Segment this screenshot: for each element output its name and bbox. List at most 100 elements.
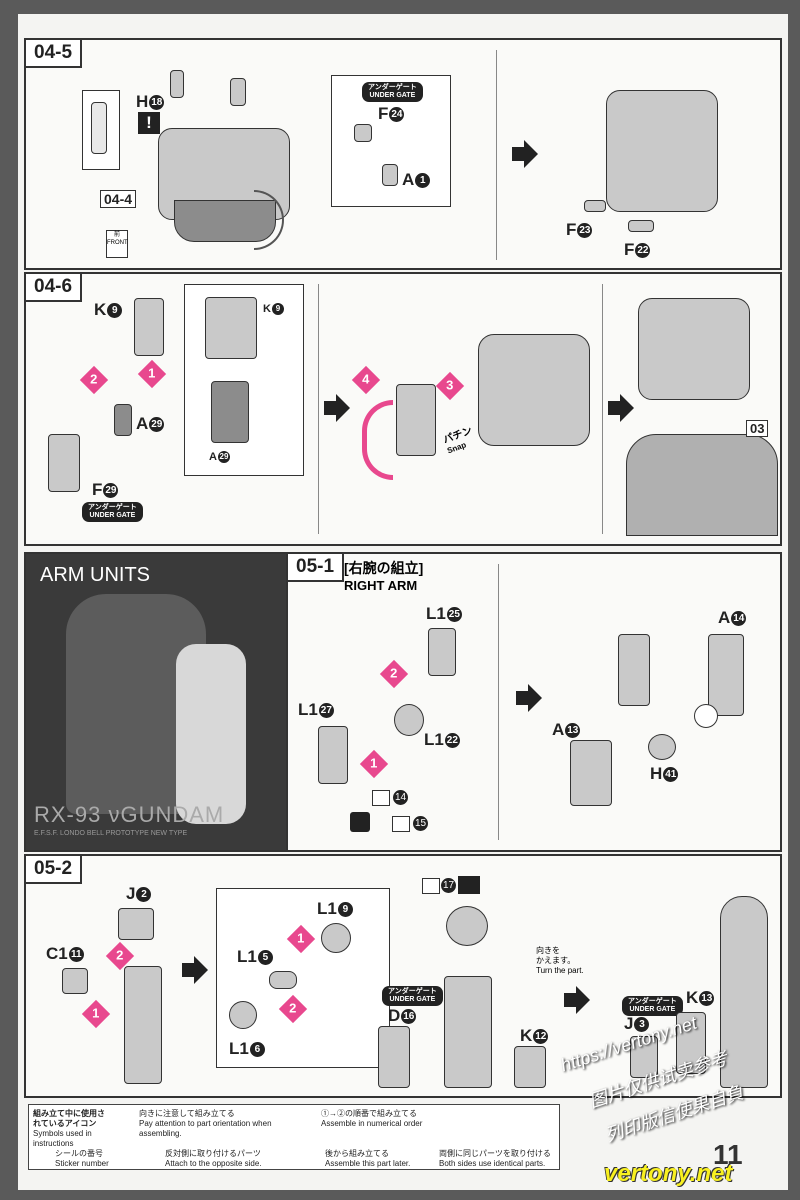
part-l27	[318, 726, 348, 784]
part-j2	[118, 908, 154, 940]
page-number: 11	[713, 1139, 743, 1170]
part-f24	[354, 124, 372, 142]
step-number: 05-1	[288, 554, 345, 582]
step-badge-4: 4	[351, 365, 381, 395]
forearm-upper	[618, 634, 650, 706]
part-l16	[229, 1001, 257, 1029]
upper-arm-frame	[124, 966, 162, 1084]
step-title-jp: [右腕の組立]	[344, 560, 424, 576]
part-a14	[708, 634, 744, 716]
model-subtitle: E.F.S.F. LONDO BELL PROTOTYPE NEW TYPE	[34, 830, 188, 837]
arm-units-title: ARM UNITS	[40, 564, 150, 586]
arm-final	[720, 896, 768, 1088]
next-arrow-icon	[512, 140, 538, 168]
part-a1	[382, 164, 398, 186]
arm-illustration	[176, 644, 246, 824]
step-badge-2: 2	[278, 994, 308, 1024]
rotate-pink-arrow-icon	[362, 400, 393, 480]
turn-note: 向きを かえます。Turn the part.	[536, 946, 584, 975]
torso-final	[638, 298, 750, 400]
next-arrow-icon	[182, 956, 208, 984]
part-a13	[570, 740, 612, 806]
torso-result	[606, 90, 718, 212]
ref-04-4: 04-4	[100, 190, 137, 208]
part-l19	[321, 923, 351, 953]
sticker-17: 17	[441, 878, 456, 893]
detail-a29	[211, 381, 249, 443]
torso-04-6	[478, 334, 590, 446]
later-icon	[694, 704, 718, 728]
next-arrow-icon	[516, 684, 542, 712]
part-k9	[134, 298, 164, 356]
step-number: 04-6	[26, 274, 83, 302]
small-part-h18	[170, 70, 184, 98]
part-c11	[62, 968, 88, 994]
model-name: RX-93 νGUNDAM	[34, 802, 225, 827]
step-badge-1: 1	[359, 749, 389, 779]
step-number: 05-2	[26, 856, 83, 884]
step-badge-1: 1	[286, 924, 316, 954]
part-h41	[648, 734, 676, 760]
small-part-top	[230, 78, 246, 106]
next-arrow-icon	[324, 394, 350, 422]
part-l22	[394, 704, 424, 736]
part-j3	[630, 1036, 658, 1078]
site-banner: vertony.net	[604, 1160, 733, 1187]
part-sliver	[91, 102, 107, 154]
sticker-14: 14	[393, 790, 408, 805]
part-l25	[428, 628, 456, 676]
part-k13	[676, 1012, 706, 1074]
detail-k9	[205, 297, 257, 359]
part-a29	[114, 404, 132, 436]
part-f29	[48, 434, 80, 492]
step-badge-2: 2	[79, 365, 109, 395]
part-f23	[584, 200, 606, 212]
step-badge-3: 3	[435, 371, 465, 401]
step-number: 04-5	[26, 40, 83, 68]
arm-assembly	[444, 976, 492, 1088]
caution-icon: !	[138, 112, 160, 134]
part-k12	[514, 1046, 546, 1088]
step-badge-2: 2	[379, 659, 409, 689]
step-badge-1: 1	[137, 359, 167, 389]
sticker-icon-2	[392, 816, 410, 832]
